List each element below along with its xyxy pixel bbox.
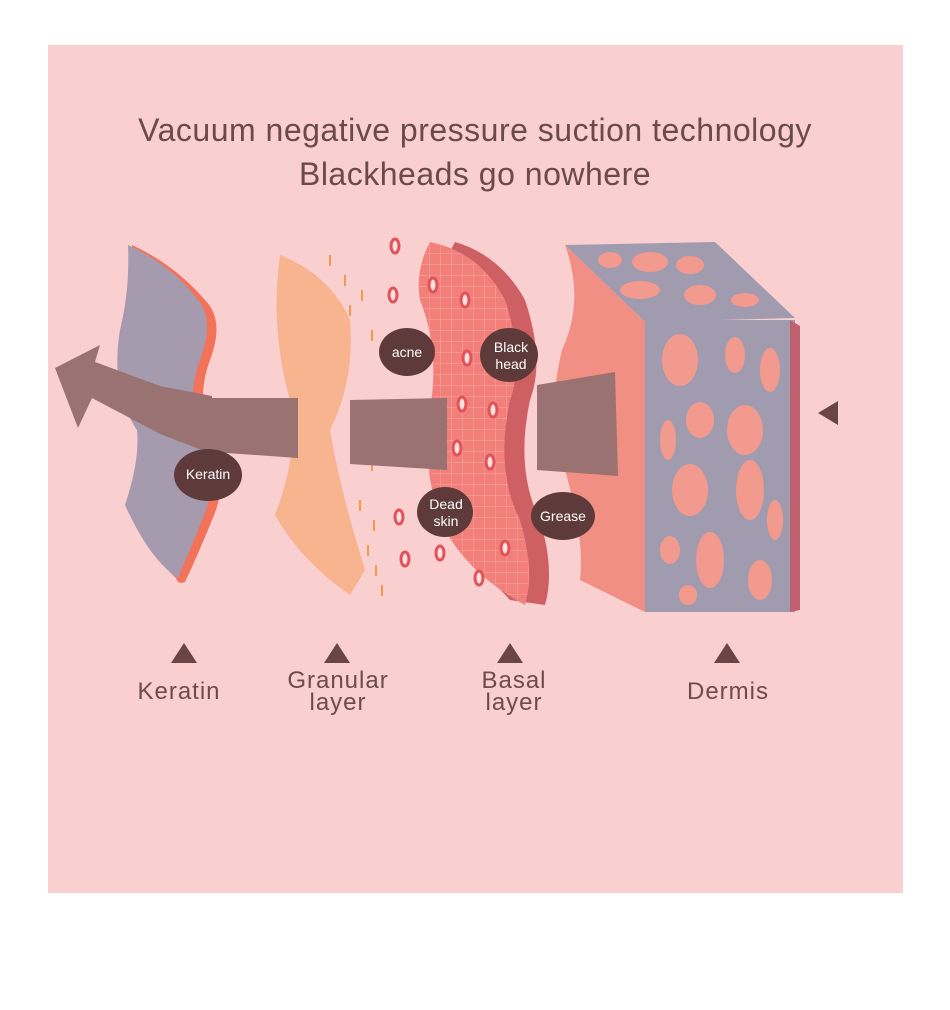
triangle-up-icon xyxy=(714,643,740,663)
label-dermis: Dermis xyxy=(687,678,769,705)
triangle-up-icon xyxy=(497,643,523,663)
triangle-up-icon xyxy=(324,643,350,663)
bubble-grease: Grease xyxy=(531,492,595,540)
svg-text:skin: skin xyxy=(434,513,459,529)
floating-cells xyxy=(387,237,411,568)
bubble-acne: acne xyxy=(379,328,435,376)
svg-text:Black: Black xyxy=(494,339,529,355)
label-granular-layer: Granular layer xyxy=(287,667,389,716)
pointer-triangle-icon xyxy=(818,401,838,425)
svg-text:acne: acne xyxy=(392,344,423,360)
label-basal-layer: Basal layer xyxy=(481,667,547,716)
bubble-blackhead: Black head xyxy=(480,328,538,382)
svg-text:Grease: Grease xyxy=(540,508,586,524)
svg-text:Dead: Dead xyxy=(429,496,462,512)
suction-arrow xyxy=(55,345,618,476)
bubble-keratin: Keratin xyxy=(174,449,242,501)
svg-text:head: head xyxy=(495,356,526,372)
label-keratin: Keratin xyxy=(137,678,221,705)
granular-layer xyxy=(275,255,365,595)
bubble-dead-skin: Dead skin xyxy=(417,487,473,537)
title-line-1: Vacuum negative pressure suction technol… xyxy=(138,112,812,148)
title-line-2: Blackheads go nowhere xyxy=(298,156,652,192)
svg-text:Keratin: Keratin xyxy=(186,466,230,482)
particles xyxy=(329,255,383,596)
triangle-up-icon xyxy=(171,643,197,663)
